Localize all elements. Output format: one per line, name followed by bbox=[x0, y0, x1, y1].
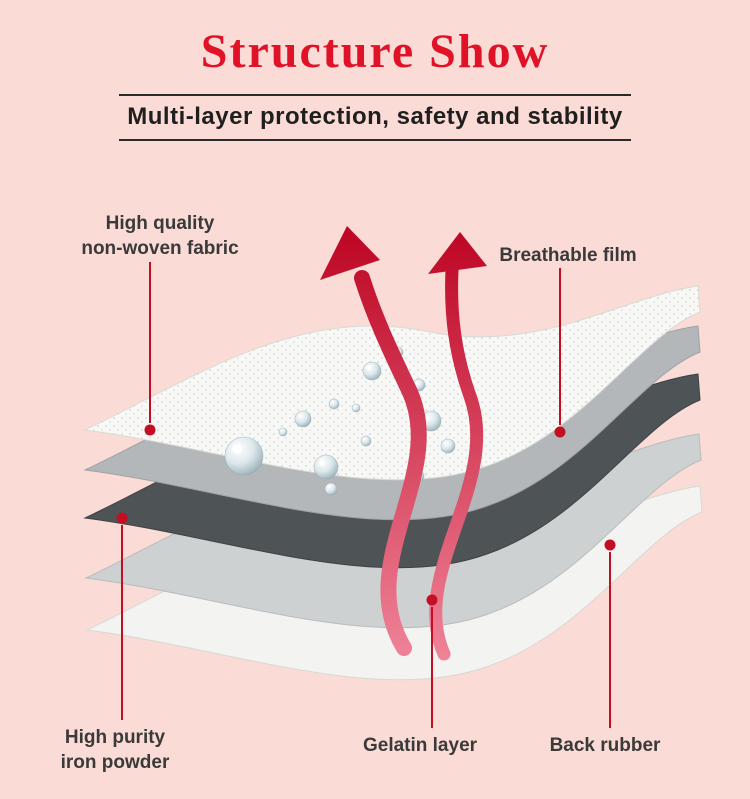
callout-fabric-dot bbox=[144, 424, 156, 436]
label-non-woven-fabric: High quality non-woven fabric bbox=[55, 212, 265, 261]
label-gelatin-layer: Gelatin layer bbox=[330, 734, 510, 759]
label-line: High purity bbox=[64, 727, 166, 748]
label-back-rubber: Back rubber bbox=[515, 734, 695, 759]
water-droplet bbox=[360, 435, 372, 447]
label-iron-powder: High purity iron powder bbox=[25, 726, 205, 775]
callout-film-dot bbox=[554, 426, 566, 438]
page-title: Structure Show bbox=[200, 25, 550, 78]
water-droplet bbox=[362, 361, 382, 381]
subtitle-text: Multi-layer protection, safety and stabi… bbox=[127, 103, 623, 130]
label-line: Back rubber bbox=[549, 735, 661, 756]
water-droplet bbox=[294, 410, 312, 428]
layer-non-woven-fabric bbox=[83, 285, 701, 481]
steam-arrow-left bbox=[320, 226, 427, 656]
label-breathable-film: Breathable film bbox=[468, 244, 668, 269]
callout-rubber-dot bbox=[604, 539, 616, 551]
label-line: Gelatin layer bbox=[362, 735, 478, 756]
water-droplet bbox=[278, 427, 288, 437]
label-line: iron powder bbox=[60, 751, 170, 773]
steam-arrow-right bbox=[428, 232, 487, 661]
fabric-texture bbox=[85, 286, 700, 480]
subtitle-banner: Multi-layer protection, safety and stabi… bbox=[119, 94, 631, 141]
steam-arrows bbox=[320, 226, 487, 661]
label-line: High quality bbox=[105, 213, 215, 234]
water-droplet bbox=[313, 454, 339, 480]
label-line: non-woven fabric bbox=[81, 237, 239, 259]
water-droplet bbox=[324, 482, 338, 496]
water-droplet bbox=[224, 436, 264, 476]
callout-gelatin-dot bbox=[426, 594, 438, 606]
callouts bbox=[116, 262, 616, 728]
water-droplet bbox=[440, 438, 456, 454]
water-droplet bbox=[328, 398, 340, 410]
water-droplet bbox=[351, 403, 361, 413]
label-line: Breathable film bbox=[499, 245, 637, 266]
callout-iron-dot bbox=[116, 512, 128, 524]
